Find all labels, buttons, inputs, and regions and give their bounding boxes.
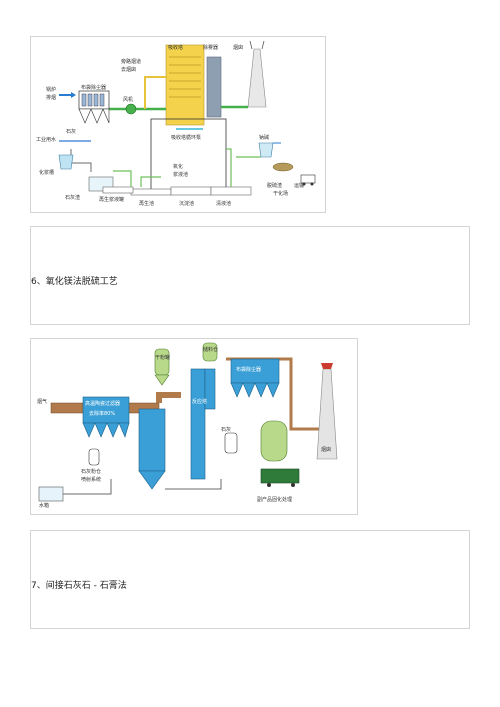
label-chimney: 烟囱 <box>233 45 244 51</box>
label-sodium-alkali: 钠碱 <box>259 135 270 141</box>
label-to-chimney: 去烟囱 <box>121 67 137 73</box>
label-silo1: 干粉罐 <box>155 355 171 361</box>
section-6-box <box>30 226 470 325</box>
diagram-1-graphic <box>58 40 316 196</box>
label-pool: 浆液池 <box>173 172 189 178</box>
label-dehydrate: 脱硫渣 <box>267 183 283 189</box>
label-flue-gas-2: 烟气 <box>37 399 48 405</box>
label-flue-gas: 排烟 <box>46 95 57 101</box>
label-product: 副产品固化处理 <box>257 497 293 503</box>
label-lime-in: 石灰 <box>66 129 77 135</box>
label-bypass: 旁路烟道 <box>121 59 142 65</box>
label-water-tank: 水箱 <box>39 503 50 509</box>
label-industrial-water: 工业用水 <box>36 137 57 143</box>
label-bag-filter: 布袋除尘器 <box>81 85 107 91</box>
label-spray-pump: 吸收塔循环泵 <box>171 135 202 141</box>
label-settle: 沉淀池 <box>179 201 195 207</box>
label-silo2: 储料仓 <box>203 347 219 353</box>
label-slurry-pool: 化浆槽 <box>39 170 55 176</box>
label-filter1-sub: 去除率80% <box>89 411 116 417</box>
label-dry-field: 干化场 <box>273 191 289 197</box>
label-tower: 反应塔 <box>192 399 208 405</box>
label-fan: 风机 <box>123 97 134 103</box>
section-6-caption: 6、氧化镁法脱硫工艺 <box>31 277 118 287</box>
section-7-caption: 7、间接石灰石 - 石膏法 <box>31 581 127 591</box>
label-regen-pool: 再生浆液罐 <box>99 197 125 203</box>
label-absorber: 吸收塔 <box>168 45 184 51</box>
label-lime-2: 石灰 <box>221 427 232 433</box>
section-7-box <box>30 530 470 629</box>
label-chimney-2: 烟囱 <box>321 447 332 453</box>
label-tank-left: 石灰渣 <box>65 195 81 201</box>
label-left-note: 喷射系统 <box>81 477 102 483</box>
label-left-tank: 石灰粉仓 <box>81 469 102 475</box>
label-clear-pool: 清液池 <box>216 201 232 207</box>
diagram-2-graphic <box>38 342 338 502</box>
label-oxidize: 氧化 <box>173 164 184 170</box>
diagram-1-panel: 锅炉 排烟 布袋除尘器 旁路烟道 去烟囱 吸收塔 除雾器 烟囱 风机 石灰 工业… <box>30 36 326 213</box>
label-filter1: 高温陶瓷过滤器 <box>85 401 121 407</box>
label-demister: 除雾器 <box>203 45 219 51</box>
label-bag-filter-2: 布袋除尘器 <box>236 367 262 373</box>
label-regen: 再生池 <box>139 201 155 207</box>
diagram-2-panel: 烟气 高温陶瓷过滤器 去除率80% 干粉罐 储料仓 布袋除尘器 反应塔 石灰 石… <box>30 338 358 515</box>
label-transport: 运输 <box>294 183 305 189</box>
label-boiler: 锅炉 <box>46 87 57 93</box>
